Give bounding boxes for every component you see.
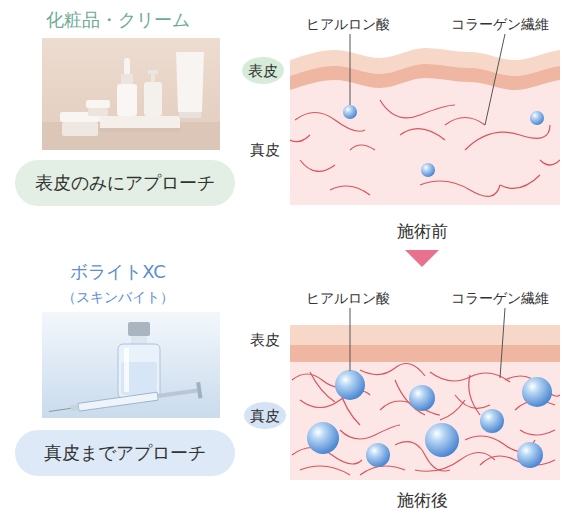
callout-label: コラーゲン繊維 (451, 16, 549, 33)
node-text: 表皮 (248, 62, 278, 80)
state-caption: 施術前 (397, 221, 448, 241)
down-arrow (405, 250, 439, 267)
layer-tag: 表皮 (242, 57, 284, 84)
node-text: 真皮 (250, 407, 280, 425)
callout-label: ヒアルロン酸 (306, 290, 390, 307)
approach-pill: 表皮のみにアプローチ (15, 160, 235, 206)
layer-label: 表皮 (250, 331, 280, 349)
section-heading: ボライトXC (70, 261, 166, 283)
skin-after (290, 308, 560, 480)
ellipse-fill (242, 57, 284, 84)
callout-label: ヒアルロン酸 (306, 16, 390, 33)
layer-tag: 真皮 (244, 402, 286, 429)
ellipse-fill (244, 402, 286, 429)
pill-fill (15, 430, 235, 476)
vial-photo (42, 312, 220, 419)
callout-label: コラーゲン繊維 (451, 290, 549, 307)
layer-label: 真皮 (250, 141, 280, 159)
cosmetics-photo (42, 38, 220, 150)
state-caption: 施術後 (397, 490, 448, 510)
section-subheading: （スキンバイト） (62, 289, 174, 306)
pill-fill (15, 160, 235, 206)
node-text: 表皮のみにアプローチ (35, 172, 215, 194)
section-heading: 化粧品・クリーム (46, 9, 190, 31)
approach-pill: 真皮までアプローチ (15, 430, 235, 476)
skin-before (290, 34, 560, 205)
node-text: 真皮までアプローチ (44, 442, 206, 464)
